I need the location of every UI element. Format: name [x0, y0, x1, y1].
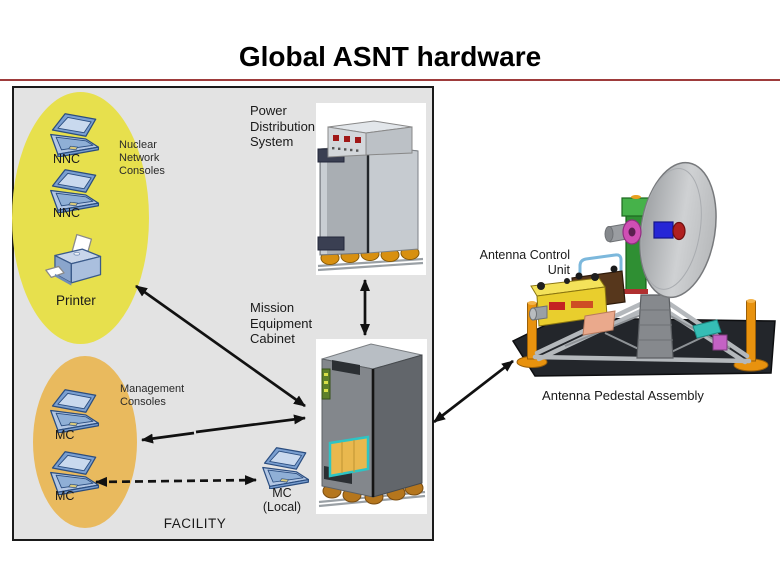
mc-laptop-1-icon	[50, 389, 100, 433]
mission-equipment-cabinet-label: Mission Equipment Cabinet	[250, 300, 313, 346]
title-underline	[0, 79, 780, 81]
mc-local-label: MC (Local)	[250, 486, 314, 514]
nnc-2-label: NNC	[53, 206, 81, 220]
power-distribution-system-image	[316, 103, 426, 275]
facility-label: FACILITY	[163, 516, 227, 531]
nnc-laptop-1-icon	[50, 113, 100, 157]
antenna-pedestal-assembly-label: Antenna Pedestal Assembly	[542, 388, 704, 403]
mc-1-label: MC	[55, 428, 75, 442]
mission-equipment-cabinet-image	[316, 339, 427, 514]
mc-2-label: MC	[55, 489, 75, 503]
nnc-1-label: NNC	[53, 152, 81, 166]
antenna-control-unit-label: Antenna Control Unit	[479, 248, 570, 277]
mc-local-label-line2: (Local)	[262, 500, 302, 514]
mc-local-laptop-icon	[262, 447, 309, 489]
arrow-facility-to-antenna	[433, 359, 514, 424]
power-distribution-system-label: Power Distribution System	[250, 103, 316, 149]
page-title: Global ASNT hardware	[238, 41, 542, 72]
printer-label: Printer	[56, 293, 96, 308]
antenna-pedestal-assembly-image	[511, 161, 776, 377]
management-consoles-label: Management Consoles	[120, 383, 185, 408]
mc-local-label-line1: MC	[272, 486, 292, 500]
management-consoles-ellipse	[33, 356, 137, 528]
mec-cabinet-drawing	[318, 343, 426, 508]
pds-cabinet-drawing	[317, 120, 424, 272]
printer-icon	[45, 233, 102, 286]
nuclear-network-consoles-label: Nuclear Network Consoles	[119, 139, 165, 177]
